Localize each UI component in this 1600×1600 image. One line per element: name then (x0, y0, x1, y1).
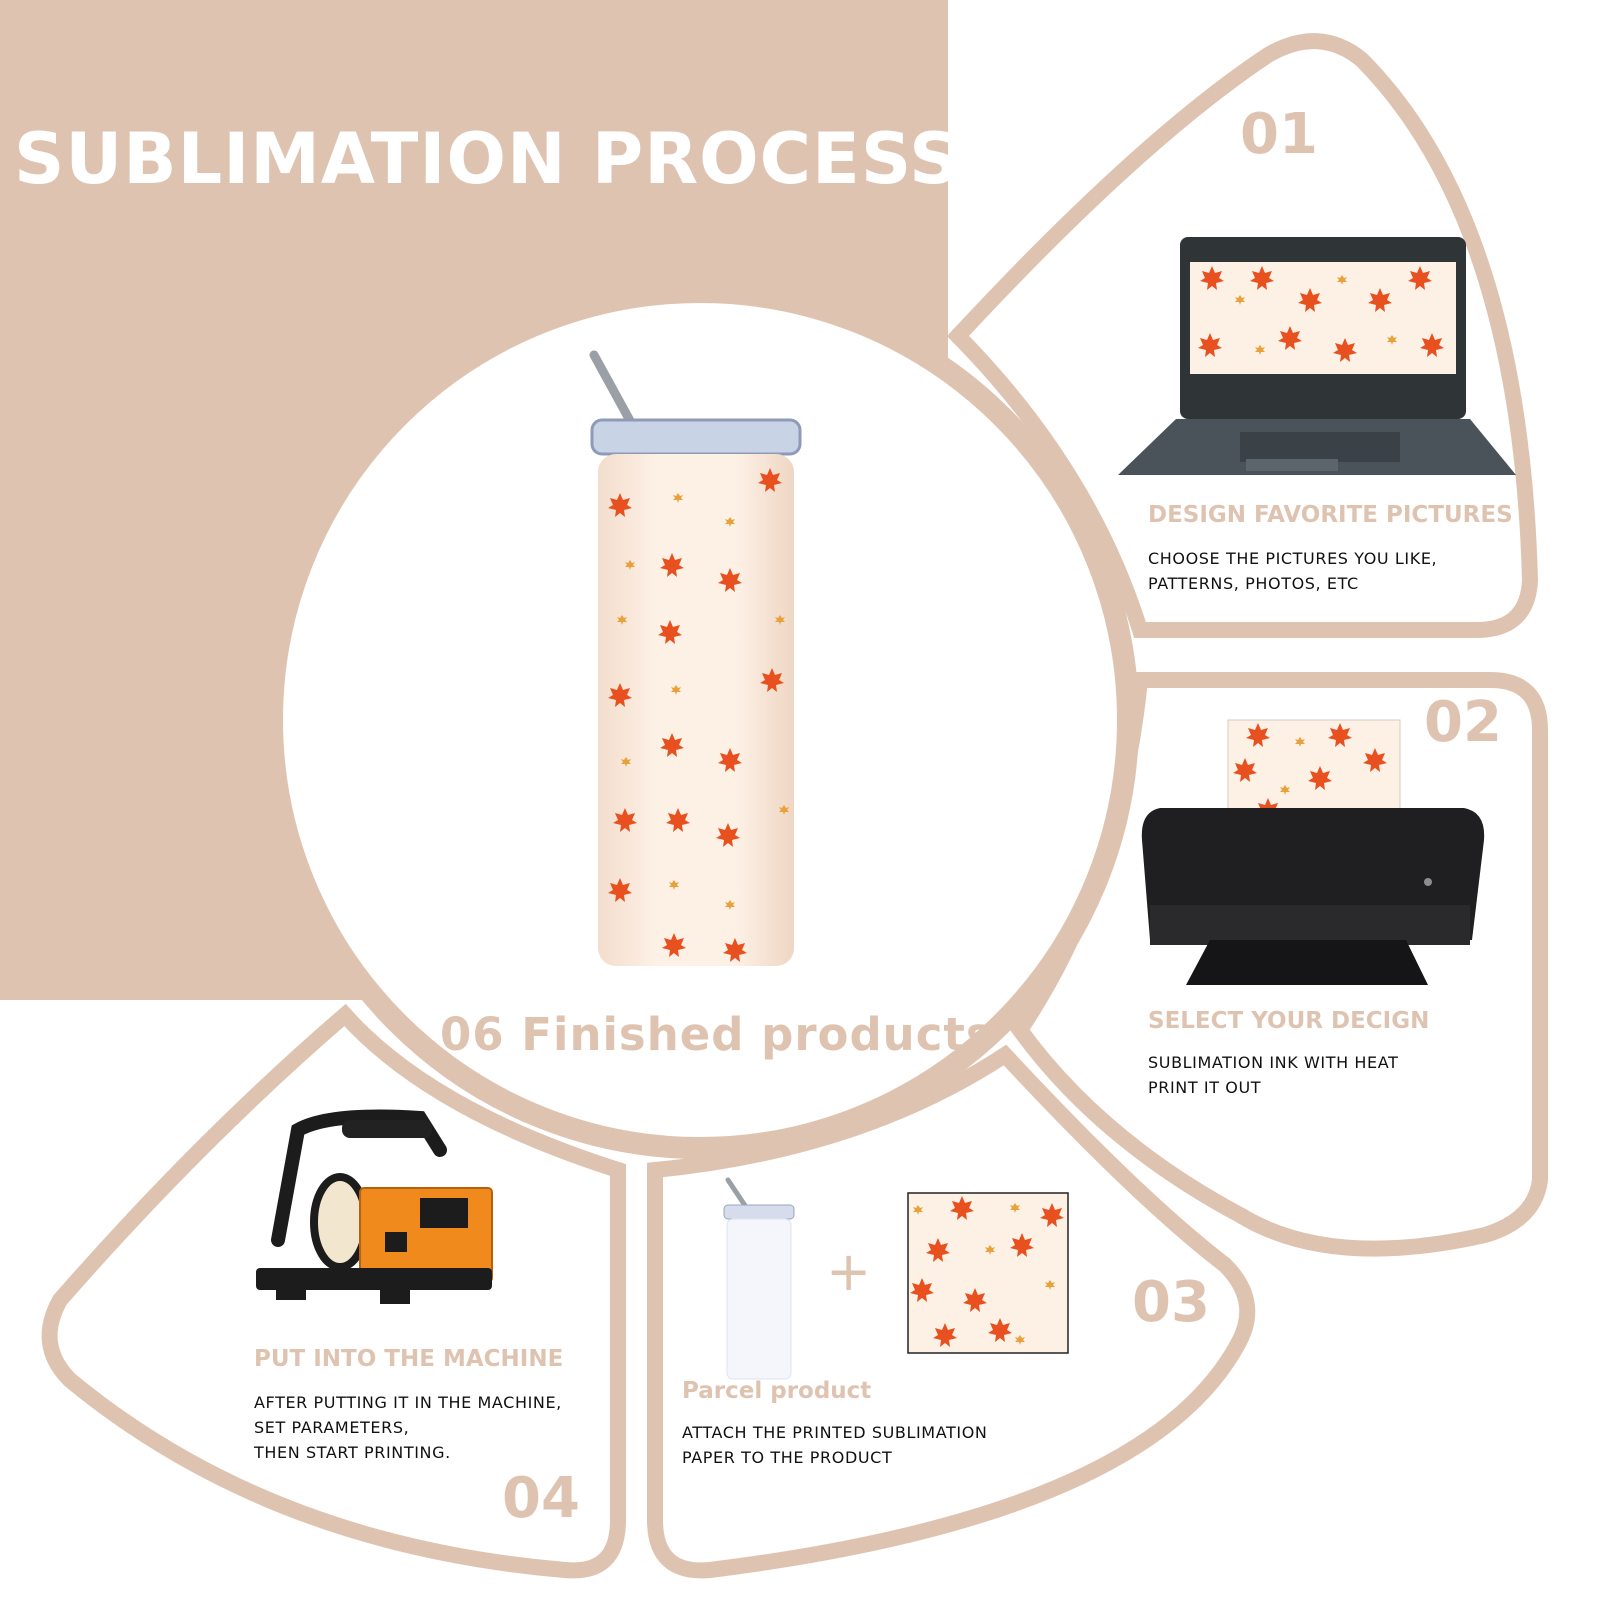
center-label: 06 Finished products (440, 1008, 994, 1061)
step-desc-03: ATTACH THE PRINTED SUBLIMATION PAPER TO … (682, 1423, 988, 1467)
step-number-01: 01 (1240, 102, 1318, 167)
page-title: SUBLIMATION PROCESS (14, 118, 961, 200)
step-heading-02: SELECT YOUR DECIGN (1148, 1008, 1430, 1034)
heat-press-icon (256, 1109, 493, 1304)
step-number-02: 02 (1424, 690, 1502, 755)
blank-tumbler-image (723, 1177, 795, 1380)
sublimation-paper-image (907, 1192, 1069, 1354)
laptop-icon (1118, 237, 1516, 475)
step-heading-01: DESIGN FAVORITE PICTURES (1148, 502, 1513, 528)
step-number-03: 03 (1132, 1270, 1210, 1335)
step-heading-03: Parcel product (682, 1378, 872, 1404)
step-desc-04: AFTER PUTTING IT IN THE MACHINE, SET PAR… (254, 1393, 562, 1462)
printer-icon (1141, 719, 1485, 985)
step-desc-01: CHOOSE THE PICTURES YOU LIKE, PATTERNS, … (1148, 549, 1438, 593)
step-number-04: 04 (502, 1466, 580, 1531)
step-desc-02: SUBLIMATION INK WITH HEAT PRINT IT OUT (1148, 1053, 1399, 1097)
step-heading-04: PUT INTO THE MACHINE (254, 1346, 564, 1372)
petal-04 (41, 1003, 626, 1579)
plus-icon: + (826, 1240, 872, 1303)
finished-tumbler-image (589, 350, 802, 966)
